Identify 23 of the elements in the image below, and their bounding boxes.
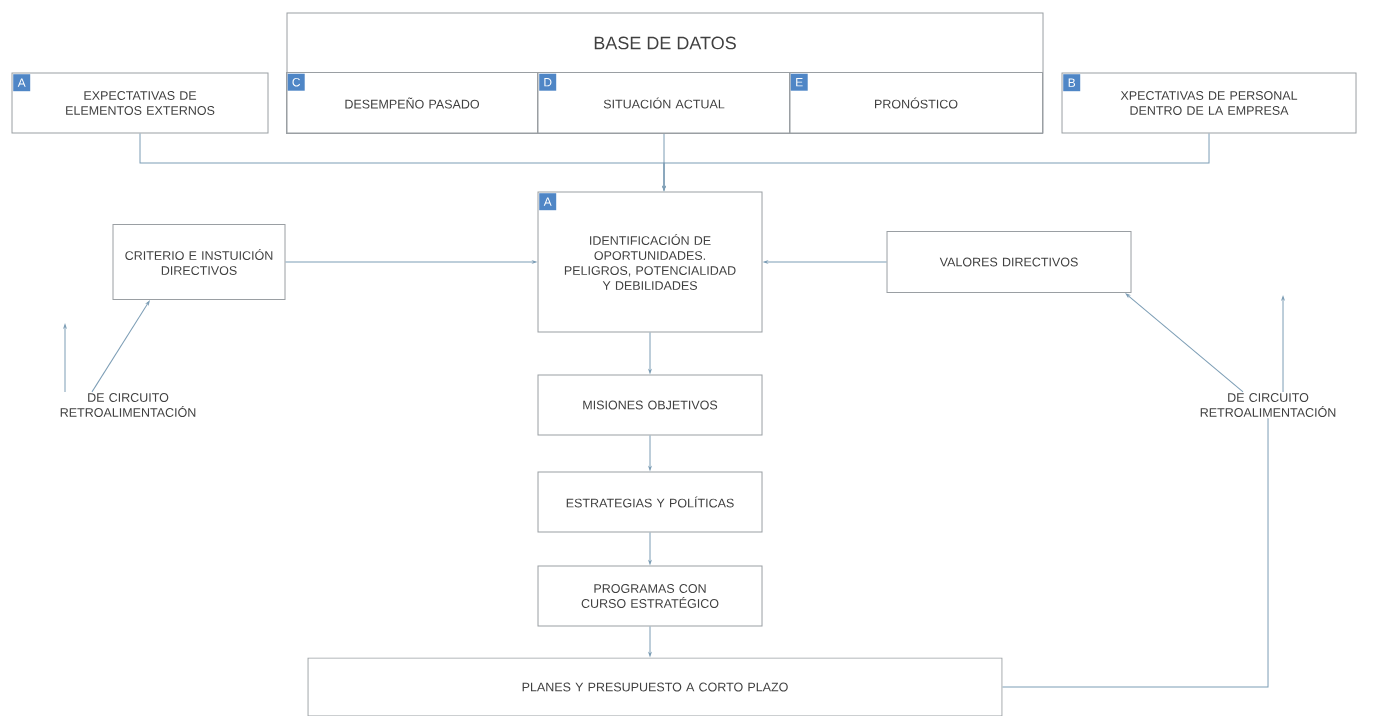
process-box: MISIONES OBJETIVOS	[537, 374, 763, 436]
arrow	[63, 324, 67, 393]
arrow	[1125, 293, 1244, 393]
process-box: VALORES DIRECTIVOS	[886, 231, 1132, 293]
process-box: PLANES Y PRESUPUESTO A CORTO PLAZO	[307, 657, 1003, 716]
letter-badge: A	[539, 193, 557, 211]
arrow	[648, 626, 652, 657]
letter-badge: D	[539, 73, 557, 91]
arrow	[1281, 296, 1285, 393]
feedback-label: DE CIRCUITO RETROALIMENTACIÓN	[1200, 393, 1336, 417]
letter-badge: A	[13, 74, 31, 92]
arrow	[648, 332, 652, 374]
process-box: ESTRATEGIAS Y POLÍTICAS	[537, 471, 763, 533]
arrow	[662, 133, 1210, 191]
arrow	[648, 435, 652, 471]
arrow	[285, 260, 537, 264]
arrow	[763, 260, 887, 264]
letter-badge: B	[1063, 74, 1081, 92]
arrow	[91, 300, 150, 393]
feedback-label: DE CIRCUITO RETROALIMENTACIÓN	[60, 393, 196, 417]
process-box: PROGRAMAS CON CURSO ESTRATÉGICO	[537, 565, 763, 627]
arrow	[648, 532, 652, 565]
process-box: CRITERIO E INSTUICIÓN DIRECTIVOS	[112, 224, 286, 300]
